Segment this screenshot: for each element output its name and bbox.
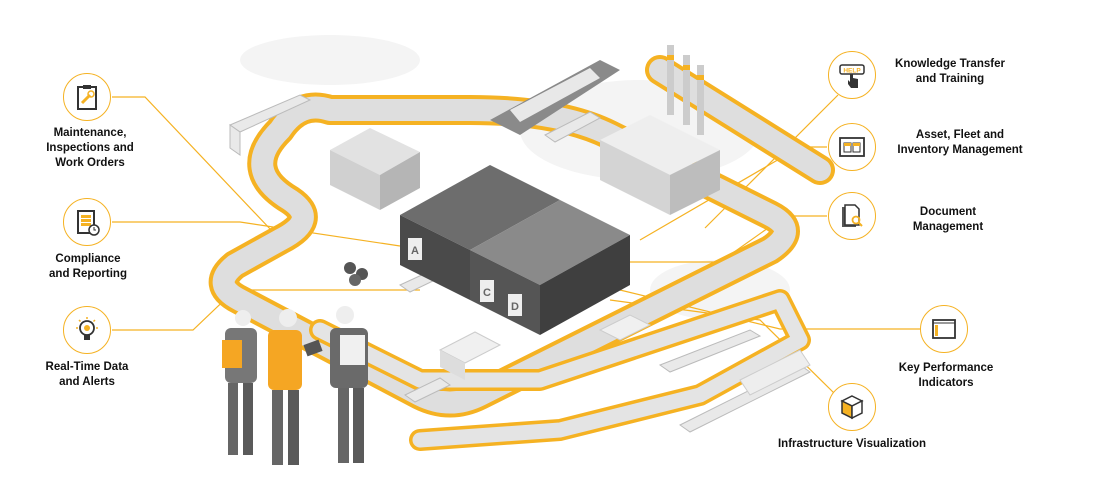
label-line: Infrastructure Visualization (777, 438, 927, 450)
infrastructure-visualization-label: Infrastructure Visualization (778, 437, 926, 452)
worker (222, 310, 257, 455)
label-line: and Alerts (59, 376, 115, 388)
knowledge-transfer-label: Knowledge Transfer and Training (895, 57, 1005, 87)
warehouse-door-c: C (483, 287, 491, 299)
report-clock-icon (77, 210, 100, 236)
label-line: Key Performance (898, 362, 994, 374)
label-line: Asset, Fleet and (915, 129, 1005, 141)
workers (222, 306, 368, 465)
label-line: Work Orders (55, 157, 125, 169)
asset-fleet-label: Asset, Fleet and Inventory Management (897, 128, 1022, 158)
label-line: Indicators (918, 377, 974, 389)
document-management-node[interactable] (828, 192, 876, 240)
real-time-data-node[interactable] (63, 306, 111, 354)
compliance-label: Compliance and Reporting (49, 252, 127, 282)
cube-icon (840, 395, 864, 420)
document-search-icon (842, 204, 863, 227)
storage-building (330, 128, 420, 210)
maintenance-label: Maintenance, Inspections and Work Orders (46, 126, 134, 171)
warehouse-door-d: D (511, 301, 519, 313)
factory (600, 45, 720, 215)
database-window-icon (839, 137, 865, 157)
maintenance-node[interactable] (63, 73, 111, 121)
real-time-data-label: Real-Time Data and Alerts (46, 360, 129, 390)
document-management-label: Document Management (913, 205, 983, 235)
warehouse-door-a: A (411, 245, 419, 257)
label-line: Compliance (55, 253, 121, 265)
help-button-hand-icon: HELP (839, 64, 865, 88)
pallets-and-barrels (344, 262, 811, 396)
label-line: Knowledge Transfer (895, 58, 1005, 70)
label-line: Inventory Management (897, 144, 1023, 156)
label-line: Real-Time Data (45, 361, 129, 373)
main-warehouse: A C D (400, 165, 630, 335)
worker (330, 306, 368, 463)
label-line: Maintenance, (53, 127, 127, 139)
label-line: Document (919, 206, 977, 218)
label-line: Inspections and (46, 142, 134, 154)
clipboard-wrench-icon (77, 85, 97, 110)
worker (268, 309, 323, 465)
label-line: and Training (915, 73, 985, 85)
lightbulb-gear-icon (76, 317, 98, 340)
asset-fleet-node[interactable] (828, 123, 876, 171)
kpi-label: Key Performance Indicators (899, 361, 994, 391)
compliance-node[interactable] (63, 198, 111, 246)
help-icon-text: HELP (843, 68, 861, 75)
knowledge-transfer-node[interactable]: HELP (828, 51, 876, 99)
kpi-node[interactable] (920, 305, 968, 353)
infrastructure-visualization-node[interactable] (828, 383, 876, 431)
label-line: and Reporting (49, 268, 127, 280)
dashboard-window-icon (932, 319, 956, 339)
label-line: Management (912, 221, 984, 233)
cargo-ship (490, 60, 620, 135)
